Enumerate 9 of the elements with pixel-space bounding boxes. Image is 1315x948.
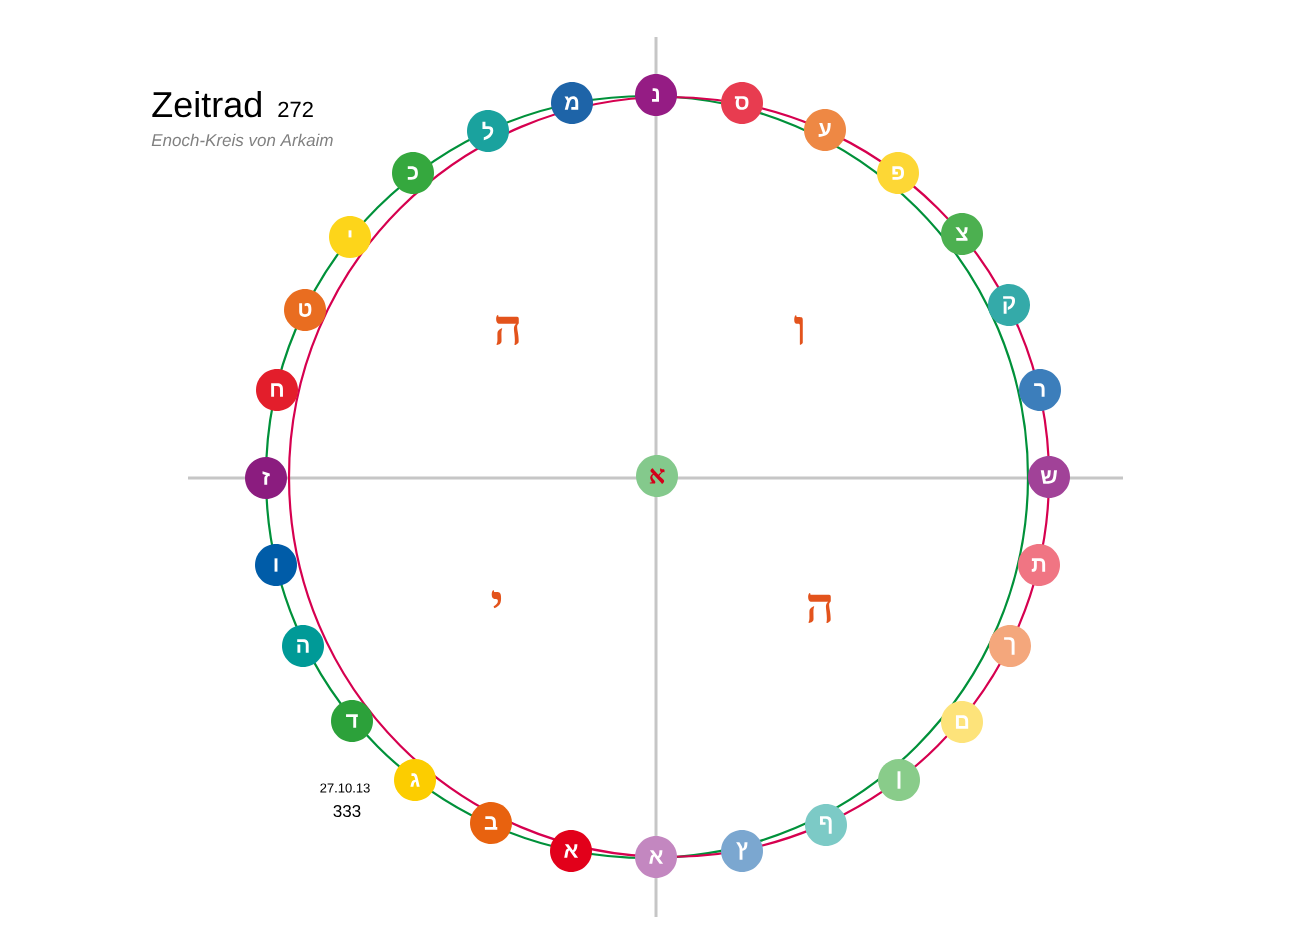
title: Zeitrad <box>152 90 261 118</box>
subtitle: Enoch-Kreis von Arkaim <box>151 133 333 147</box>
quadrant-letter: ה <box>496 315 519 346</box>
title-number: 272 <box>278 101 313 117</box>
quadrant-letter: ה <box>808 593 831 624</box>
quadrant-letter: ו <box>794 315 803 345</box>
number-text: 333 <box>333 805 361 817</box>
quadrant-letter: י <box>491 590 502 609</box>
date-text: 27.10.13 <box>320 783 370 793</box>
